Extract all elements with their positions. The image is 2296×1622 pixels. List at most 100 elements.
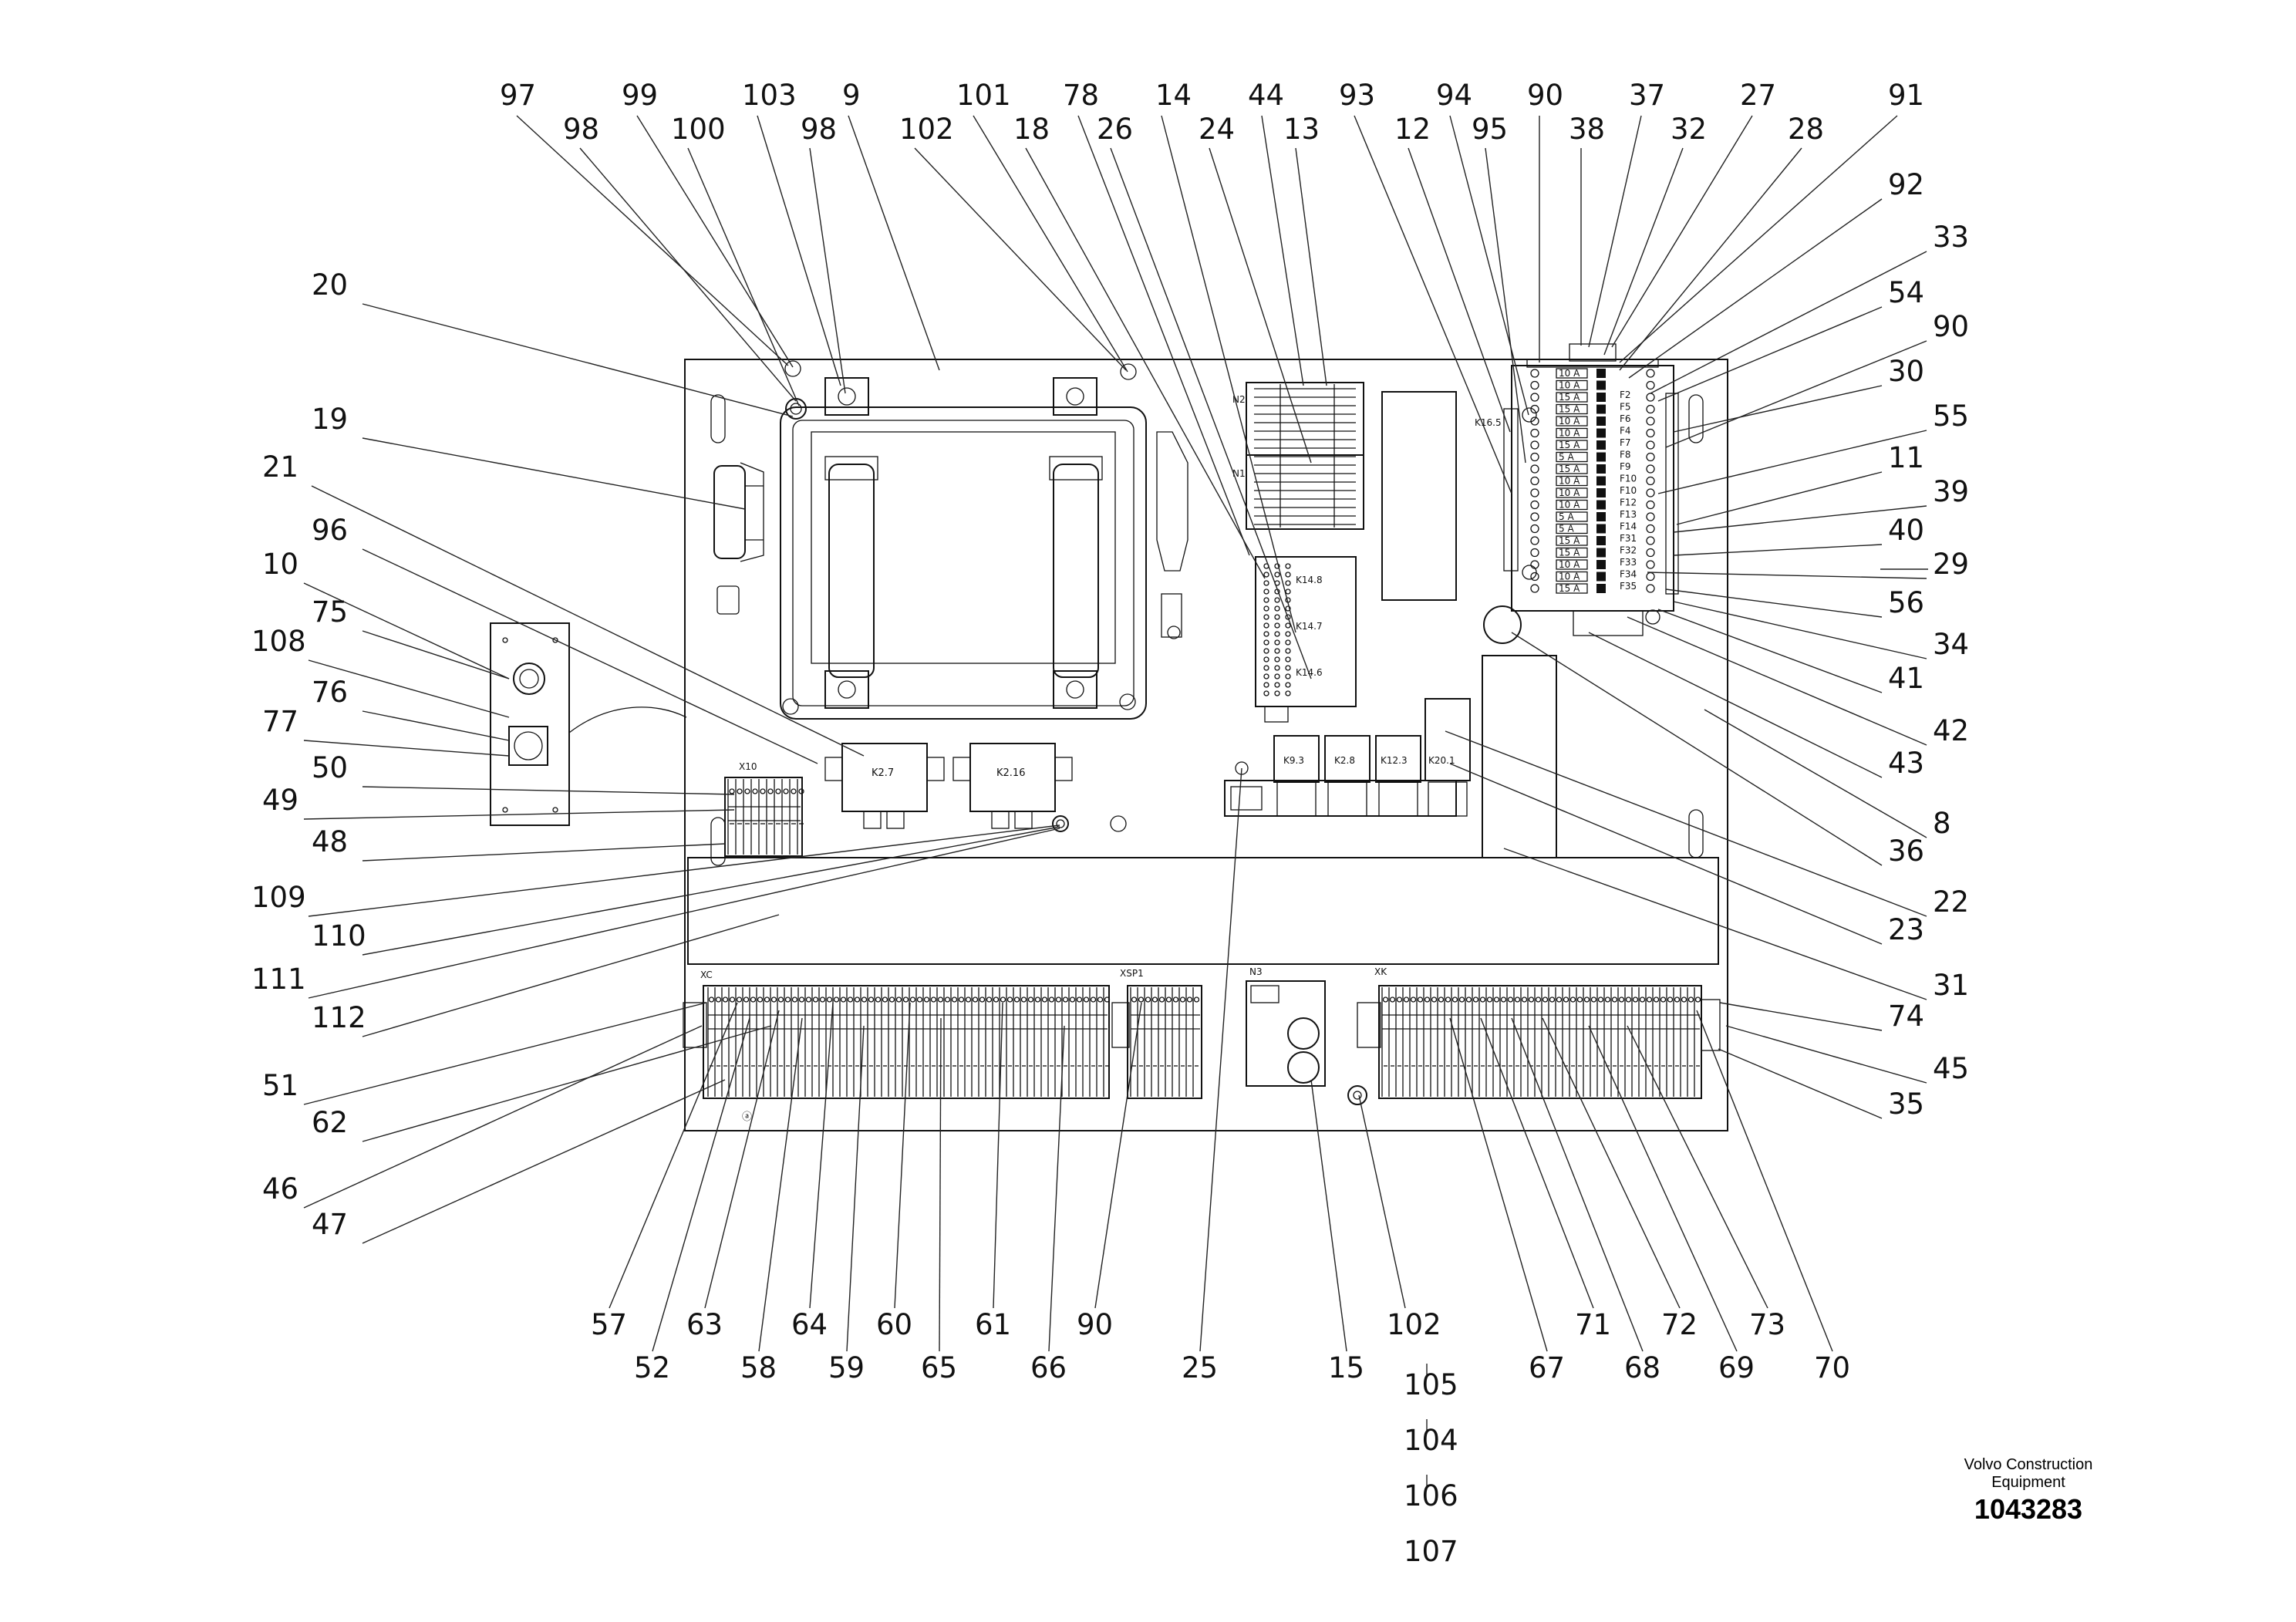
callout-97: 97 (500, 79, 536, 112)
callout-39: 39 (1933, 475, 1969, 508)
leader-line-33 (1650, 251, 1927, 394)
leader-line-49 (303, 809, 735, 820)
leader-line-57 (609, 1002, 738, 1309)
brand-block: Volvo Construction Equipment 1043283 (1944, 1456, 2113, 1526)
svg-text:F9: F9 (1620, 461, 1631, 472)
svg-text:F5: F5 (1620, 402, 1631, 413)
leader-line-97 (516, 115, 789, 366)
terminal-strip-x10: X10 (724, 761, 804, 857)
leader-line-9 (848, 115, 940, 371)
brand-line-2: Equipment (1991, 1474, 2065, 1491)
leader-line-18 (1025, 147, 1266, 579)
leader-line-72 (1542, 1017, 1681, 1309)
leader-line-66 (1048, 1025, 1065, 1352)
svg-text:F14: F14 (1620, 521, 1637, 532)
svg-text:F10: F10 (1620, 474, 1637, 484)
svg-text:F31: F31 (1620, 533, 1637, 544)
svg-text:XSP1: XSP1 (1120, 968, 1144, 979)
callout-99: 99 (622, 79, 658, 112)
leader-line-40 (1673, 544, 1883, 556)
callout-73: 73 (1749, 1308, 1785, 1341)
svg-text:F6: F6 (1620, 413, 1631, 424)
callout-60: 60 (876, 1308, 912, 1341)
callout-38: 38 (1569, 113, 1605, 146)
mounting-plate (684, 359, 1728, 1131)
callout-101: 101 (956, 79, 1011, 112)
svg-text:10 A: 10 A (1559, 380, 1580, 391)
leader-line-45 (1725, 1025, 1927, 1084)
callout-54: 54 (1888, 276, 1924, 309)
transformer (780, 377, 1188, 720)
svg-text:5 A: 5 A (1559, 511, 1574, 522)
callout-90b: 90 (1933, 310, 1969, 343)
leader-line-109 (308, 824, 1060, 917)
svg-text:K2.16: K2.16 (996, 767, 1025, 779)
callout-40: 40 (1888, 514, 1924, 547)
callout-71: 71 (1575, 1308, 1611, 1341)
leader-line-64 (809, 1002, 834, 1309)
callout-100: 100 (671, 113, 726, 146)
leader-line-77 (303, 740, 510, 757)
svg-text:F8: F8 (1620, 450, 1631, 460)
svg-text:K20.1: K20.1 (1428, 755, 1455, 766)
svg-text:K14.7: K14.7 (1296, 621, 1323, 632)
leader-line-90c (1094, 1002, 1142, 1309)
svg-text:15 A: 15 A (1559, 440, 1580, 450)
leader-line-76 (362, 710, 510, 741)
callout-28: 28 (1788, 113, 1824, 146)
svg-text:N1: N1 (1232, 468, 1246, 479)
callout-67: 67 (1529, 1351, 1565, 1384)
leader-line-22 (1445, 730, 1927, 917)
svg-text:XC: XC (700, 969, 713, 980)
svg-text:F35: F35 (1620, 581, 1637, 592)
relay-base-k14: K14.8 K14.7 K14.6 (1255, 556, 1357, 723)
callout-70: 70 (1814, 1351, 1850, 1384)
leader-line-73 (1627, 1025, 1768, 1309)
callout-15: 15 (1328, 1351, 1364, 1384)
callout-56: 56 (1888, 586, 1924, 619)
callout-92: 92 (1888, 168, 1924, 201)
leader-line-23 (1449, 763, 1883, 945)
leader-line-96 (362, 548, 818, 764)
leader-line-50 (362, 786, 735, 795)
leader-line-56 (1665, 588, 1883, 618)
leader-line-32 (1603, 147, 1684, 356)
leader-line-30 (1673, 385, 1883, 433)
leader-line-12 (1408, 147, 1511, 433)
callout-91: 91 (1888, 79, 1924, 112)
callout-21: 21 (262, 450, 298, 484)
leader-line-63 (704, 1010, 780, 1309)
leader-line-108 (308, 659, 510, 718)
callout-77: 77 (262, 705, 298, 738)
callout-34: 34 (1933, 628, 1969, 661)
cover (1381, 391, 1457, 601)
svg-text:F10: F10 (1620, 485, 1637, 496)
leader-line-103 (757, 115, 841, 386)
svg-text:15 A: 15 A (1559, 583, 1580, 594)
callout-10: 10 (262, 548, 298, 581)
leader-line-55 (1657, 430, 1927, 494)
callout-41: 41 (1888, 662, 1924, 695)
mounting-screws (782, 360, 1660, 1105)
svg-text:F7: F7 (1620, 437, 1631, 448)
leader-line-15 (1310, 1079, 1347, 1352)
relay-row: K9.3 K2.8 K12.3 K20.1 (1224, 698, 1471, 817)
leader-line-101 (973, 115, 1128, 373)
leader-line-102b (1358, 1094, 1406, 1309)
leader-line-27 (1611, 115, 1753, 348)
callout-30: 30 (1888, 355, 1924, 388)
callout-106: 106 (1404, 1479, 1458, 1512)
leader-line-68 (1511, 1017, 1644, 1352)
svg-text:K16.5: K16.5 (1475, 417, 1502, 428)
leader-line-71 (1480, 1017, 1594, 1309)
svg-text:10 A: 10 A (1559, 500, 1580, 511)
callout-12: 12 (1394, 113, 1431, 146)
svg-text:5 A: 5 A (1559, 524, 1574, 534)
relay-k2-7: K2.7 (824, 743, 945, 829)
brand-line-1: Volvo Construction (1964, 1456, 2093, 1473)
callout-52: 52 (634, 1351, 670, 1384)
module-n3: N3 (1246, 966, 1326, 1087)
callout-108: 108 (251, 625, 306, 658)
callout-95: 95 (1472, 113, 1508, 146)
callout-42: 42 (1933, 714, 1969, 747)
